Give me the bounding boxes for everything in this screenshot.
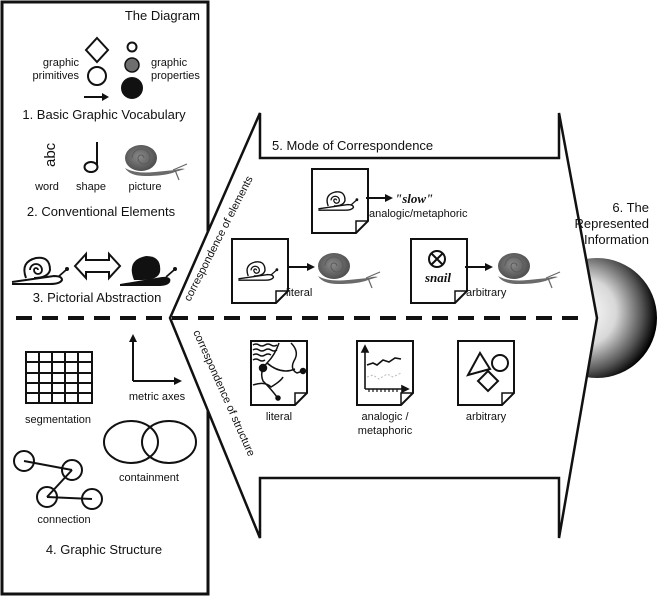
properties-label-2: properties: [151, 70, 200, 82]
picture-label: picture: [128, 181, 161, 193]
abstract-shapes-icon: [465, 351, 509, 393]
small-circle-icon: [126, 41, 138, 53]
containment-label: containment: [119, 472, 179, 484]
section-graphic-structure: segmentation metric axes containment con…: [13, 334, 197, 557]
metric-axes-label: metric axes: [129, 391, 186, 403]
analogic-structure-page: [356, 340, 414, 406]
metric-axes-icon: [129, 334, 182, 385]
section6-heading-2: Represented: [575, 216, 649, 231]
primitives-label-1: graphic: [43, 57, 80, 69]
large-black-circle-icon: [121, 77, 143, 99]
section-represented-information: 6. The Represented Information: [575, 200, 649, 247]
properties-label-1: graphic: [151, 57, 188, 69]
literal-structure-page: [250, 340, 308, 406]
double-arrow-icon: [73, 251, 122, 281]
analogic-structure-label-1: analogic /: [361, 411, 409, 423]
section4-heading: 4. Graphic Structure: [46, 542, 162, 557]
arbitrary-element-page: [410, 238, 468, 304]
analogic-metaphoric-label: analogic/metaphoric: [369, 208, 468, 220]
line-chart-icon: [360, 344, 410, 394]
arbitrary-element-label: arbitrary: [466, 287, 507, 299]
connection-graph-icon: [13, 450, 103, 510]
literal-element-label: literal: [286, 287, 312, 299]
diagram-title: The Diagram: [125, 8, 200, 23]
section6-heading-3: Information: [584, 232, 649, 247]
analogic-element-page: [311, 168, 369, 234]
section-pictorial-abstraction: 3. Pictorial Abstraction: [11, 251, 178, 305]
crossed-circle-icon: [428, 250, 446, 268]
circle-icon: [87, 66, 107, 86]
section1-heading: 1. Basic Graphic Vocabulary: [22, 107, 186, 122]
gray-circle-icon: [124, 57, 140, 73]
arbitrary-structure-label: arbitrary: [466, 411, 507, 423]
snail-word: snail: [424, 270, 451, 285]
slow-word: "slow": [395, 191, 433, 206]
section-basic-graphic-vocabulary: graphic primitives graphic properties 1.…: [22, 36, 200, 122]
containment-venn-icon: [103, 420, 197, 464]
section5-heading: 5. Mode of Correspondence: [272, 138, 433, 153]
map-icon: [252, 342, 307, 401]
connection-label: connection: [37, 514, 90, 526]
section-conventional-elements: abc word shape picture 2. Conventional E…: [27, 142, 188, 219]
segmentation-label: segmentation: [25, 414, 91, 426]
shape-label: shape: [76, 181, 106, 193]
music-note-icon: [83, 142, 99, 173]
section6-heading-1: 6. The: [612, 200, 649, 215]
word-glyph: abc: [42, 142, 59, 167]
literal-element-page: [231, 238, 289, 304]
segmentation-grid-icon: [25, 351, 93, 404]
arbitrary-structure-page: [457, 340, 515, 406]
correspondence-arrow-shape: [168, 112, 599, 539]
diamond-icon: [84, 36, 110, 64]
section2-heading: 2. Conventional Elements: [27, 204, 176, 219]
analogic-structure-label-2: metaphoric: [358, 425, 413, 437]
section3-heading: 3. Pictorial Abstraction: [33, 290, 162, 305]
primitives-label-2: primitives: [33, 70, 80, 82]
word-label: word: [34, 181, 59, 193]
literal-structure-label: literal: [266, 411, 292, 423]
